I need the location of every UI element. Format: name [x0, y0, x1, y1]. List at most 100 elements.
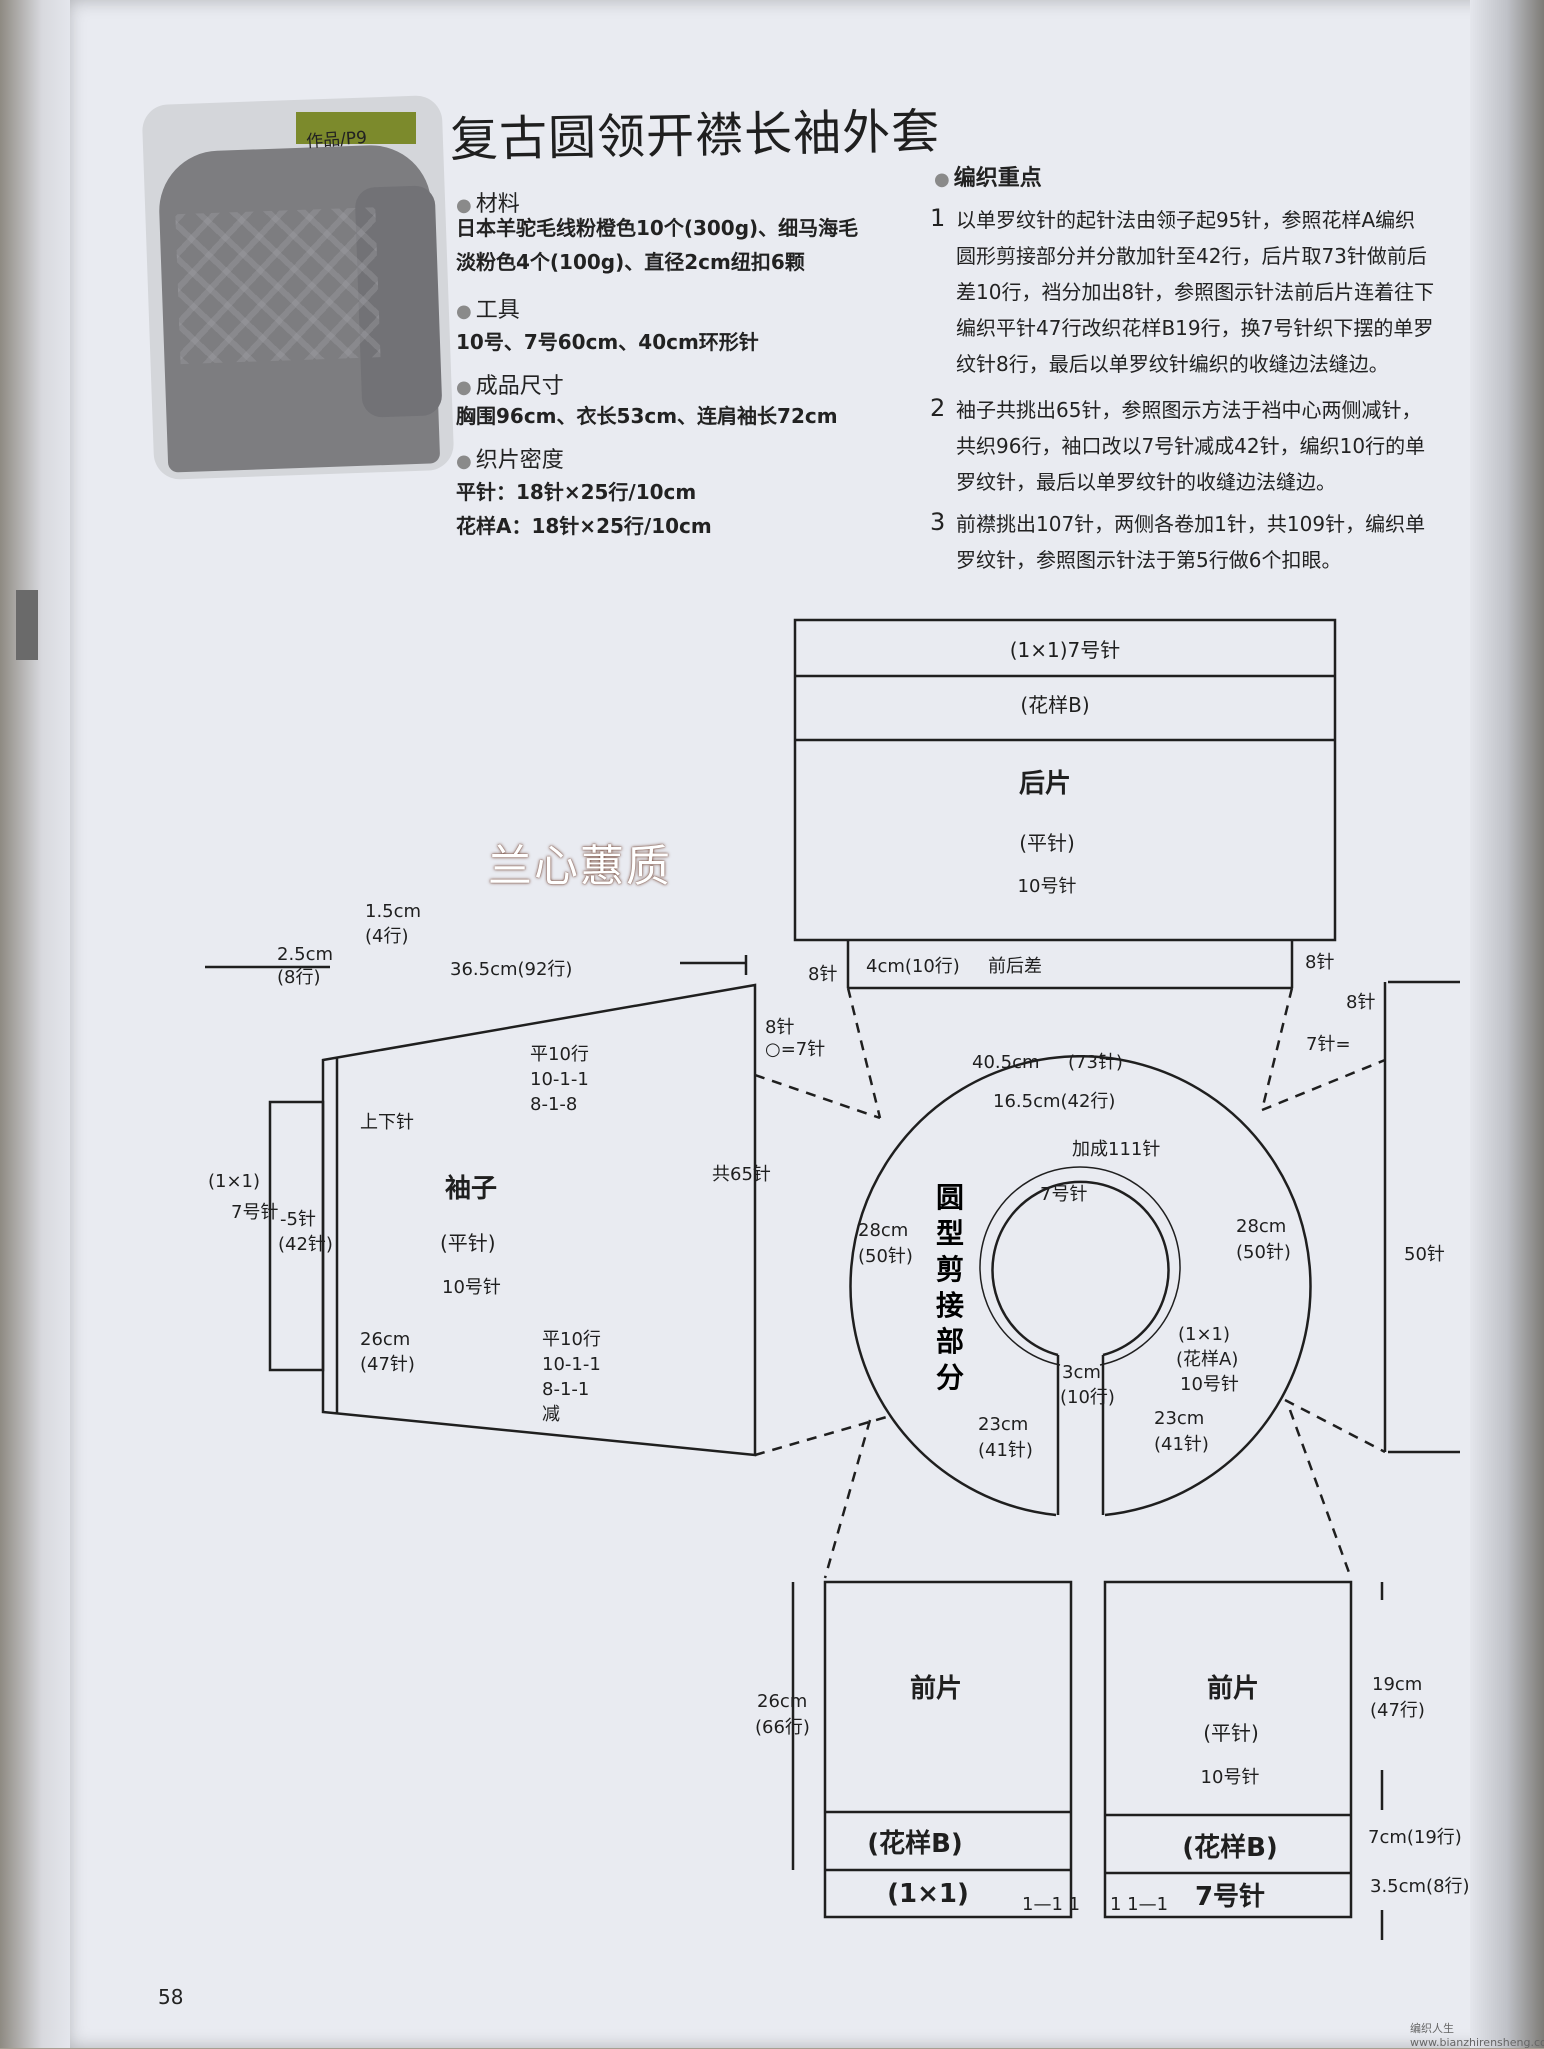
yoke-inner-arc	[991, 1180, 1170, 1357]
yoke-outer-b: (73针)	[1068, 1052, 1123, 1073]
yoke-br: 23cm	[1154, 1408, 1204, 1429]
sleeve-bottom-note-2: 10-1-1	[542, 1354, 601, 1375]
materials-heading: 材料	[456, 186, 520, 218]
sleeve-dim-25b: (8行)	[277, 967, 321, 988]
keypoints-heading: 编织重点	[934, 160, 1042, 192]
sleeve-dim-15: 1.5cm	[365, 901, 421, 922]
sleeve-bottom-note-1: 平10行	[542, 1329, 601, 1350]
side-mid: 7针=	[1306, 1034, 1351, 1055]
yoke-left: 28cm	[858, 1220, 908, 1241]
front-left-name: 前片	[910, 1673, 962, 1704]
front-right-stitch: (平针)	[1203, 1721, 1259, 1745]
tools-line: 10号、7号60cm、40cm环形针	[456, 330, 759, 354]
yoke-right-b: (50针)	[1236, 1242, 1291, 1263]
sleeve-cuff-label: (1×1)	[208, 1171, 260, 1192]
book-edge-right	[1470, 0, 1544, 2048]
book-edge-left	[0, 0, 70, 2048]
back-pattern-label: (花样B)	[1020, 693, 1089, 717]
sleeve-cuff-outline	[268, 1100, 325, 1372]
sleeve-needle: 10号针	[442, 1277, 501, 1298]
sleeve-top-note-2: 10-1-1	[530, 1069, 589, 1090]
back-band-label: (1×1)7号针	[1010, 638, 1121, 662]
point-2-num: 2	[930, 394, 946, 422]
point-1-line3: 差10行，裆分加出8针，参照图示针法前后片连着往下	[956, 280, 1435, 304]
front-left-dim: 26cm	[757, 1691, 807, 1712]
front-right-dim1: 19cm	[1372, 1674, 1422, 1695]
point-3-line1: 前襟挑出107针，两侧各卷加1针，共109针，编织单	[956, 512, 1426, 536]
yoke-left-b: (50针)	[858, 1246, 913, 1267]
sleeve-corner-7: ○=7针	[765, 1039, 825, 1060]
yoke-mid: 16.5cm(42行)	[993, 1091, 1115, 1112]
gauge-line1: 平针：18针×25行/10cm	[456, 480, 697, 504]
sleeve-total: 共65针	[712, 1164, 771, 1185]
front-right-name: 前片	[1207, 1673, 1259, 1704]
front-left-rib: (1×1)	[887, 1879, 969, 1909]
back-needle: 10号针	[1018, 876, 1077, 897]
tools-heading: 工具	[456, 292, 520, 324]
yoke-right: 28cm	[1236, 1216, 1286, 1237]
back-right-8: 8针	[1305, 952, 1334, 973]
sleeve-cuff-needle: 7号针	[231, 1202, 278, 1223]
yoke-outer: 40.5cm	[972, 1052, 1040, 1073]
back-name: 后片	[1019, 769, 1071, 799]
point-3-num: 3	[930, 508, 946, 536]
sleeve-dim-25: 2.5cm	[277, 944, 333, 965]
point-1-line2: 圆形剪接部分并分散加针至42行，后片取73针做前后	[956, 244, 1427, 268]
yoke-bl: 23cm	[978, 1414, 1028, 1435]
point-2-line1: 袖子共挑出65针，参照图示方法于裆中心两侧减针，	[956, 398, 1422, 422]
front-left-edge: 1—1 1	[1022, 1894, 1080, 1915]
size-heading: 成品尺寸	[456, 368, 564, 400]
front-right-edge: 1 1—1	[1110, 1894, 1168, 1915]
sleeve-bottom-note-4: 减	[542, 1404, 560, 1425]
page-tab-marker	[16, 590, 38, 660]
watermark: 兰心蕙质	[488, 841, 672, 892]
point-2-line3: 罗纹针，最后以单罗纹针的收缝边法缝边。	[956, 470, 1336, 494]
yoke-bl-b: (41针)	[978, 1440, 1033, 1461]
materials-line2: 淡粉色4个(100g)、直径2cm纽扣6颗	[456, 250, 805, 274]
front-right-needle: 10号针	[1201, 1767, 1260, 1788]
sleeve-dim-26b: (47针)	[360, 1354, 415, 1375]
yoke-gap: 3cm	[1062, 1362, 1101, 1383]
sleeve-bottom-note-3: 8-1-1	[542, 1379, 589, 1400]
sleeve-stitch: (平针)	[440, 1231, 496, 1255]
back-stitch: (平针)	[1019, 831, 1075, 855]
gauge-line2: 花样A：18针×25行/10cm	[456, 514, 712, 538]
front-left-pattern: (花样B)	[867, 1828, 963, 1859]
sleeve-cuff-count: -5针	[280, 1209, 316, 1230]
point-3-line2: 罗纹针，参照图示针法于第5行做6个扣眼。	[956, 548, 1342, 572]
back-diff-text: 前后差	[988, 956, 1042, 977]
yoke-rib: (1×1)	[1178, 1324, 1230, 1345]
site-watermark: 编织人生 www.bianzhirensheng.com	[1410, 2022, 1544, 2049]
materials-line1: 日本羊驼毛线粉橙色10个(300g)、细马海毛	[456, 216, 859, 240]
side-height: 50针	[1404, 1244, 1445, 1265]
yoke-outer-arc	[849, 1055, 1312, 1517]
yoke-rib-b: (花样A)	[1176, 1349, 1238, 1370]
point-1-line4: 编织平针47行改织花样B19行，换7号针织下摆的单罗	[956, 316, 1434, 340]
photo-label-bg	[296, 112, 416, 144]
side-top: 8针	[1346, 992, 1375, 1013]
front-right-rib: 7号针	[1195, 1882, 1265, 1912]
front-right-pattern: (花样B)	[1182, 1832, 1278, 1863]
front-left-dim-b: (66行)	[755, 1717, 810, 1738]
yoke-rib-c: 10号针	[1180, 1374, 1239, 1395]
yoke-inc: 加成111针	[1072, 1139, 1160, 1160]
sleeve-dim-26: 26cm	[360, 1329, 410, 1350]
page-number: 58	[158, 1985, 184, 2009]
size-line: 胸围96cm、衣长53cm、连肩袖长72cm	[456, 404, 838, 428]
back-diff-dim: 4cm(10行)	[866, 956, 960, 977]
sleeve-corner-8: 8针	[765, 1017, 794, 1038]
front-right-outline	[1103, 1580, 1353, 1919]
gauge-heading: 织片密度	[456, 442, 564, 474]
front-left-outline	[823, 1580, 1073, 1919]
front-right-dim1b: (47行)	[1370, 1700, 1425, 1721]
yoke-gap-b: (10行)	[1060, 1387, 1115, 1408]
sleeve-name: 袖子	[445, 1173, 497, 1204]
point-1-num: 1	[930, 204, 946, 232]
yoke-needle7: 7号针	[1040, 1184, 1087, 1205]
sleeve-top-note-1: 平10行	[530, 1044, 589, 1065]
sleeve-dim-15b: (4行)	[365, 926, 409, 947]
front-right-dim3: 3.5cm(8行)	[1370, 1876, 1470, 1897]
sleeve-cuff-count2: (42针)	[278, 1234, 333, 1255]
back-left-8: 8针	[808, 964, 837, 985]
